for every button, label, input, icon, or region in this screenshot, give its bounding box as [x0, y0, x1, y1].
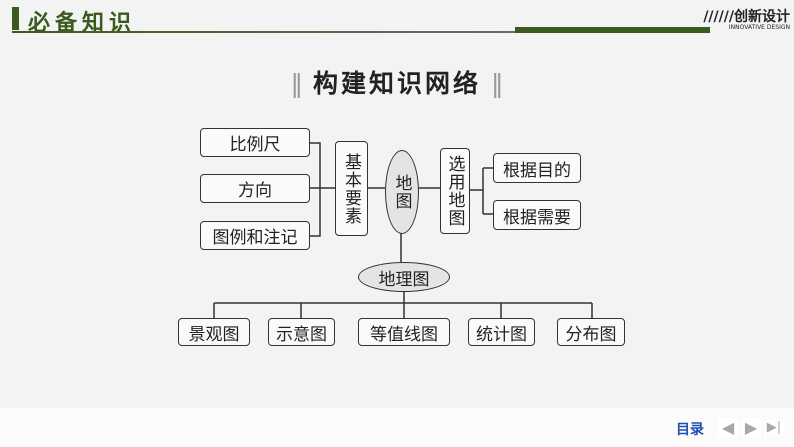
next-icon[interactable]: ▶	[741, 418, 761, 437]
element-scale: 比例尺	[200, 128, 310, 157]
prev-icon[interactable]: ◀	[718, 418, 738, 437]
header-divider	[12, 31, 690, 33]
title-bar-right: ‖	[491, 69, 504, 98]
element-direction: 方向	[200, 174, 310, 203]
geo-map-node: 地理图	[358, 262, 450, 292]
type-schematic: 示意图	[268, 318, 335, 346]
select-by-need: 根据需要	[493, 200, 581, 230]
map-center-node: 地图	[385, 150, 419, 234]
type-statistical: 统计图	[468, 318, 535, 346]
select-map-box: 选用地图	[440, 148, 470, 234]
footer-bar	[0, 408, 794, 447]
page-title: ‖ 构建知识网络 ‖	[0, 64, 794, 100]
title-bar-left: ‖	[290, 69, 303, 98]
element-legend: 图例和注记	[200, 221, 310, 250]
toc-link[interactable]: 目录	[676, 422, 704, 438]
page-title-text: 构建知识网络	[312, 69, 481, 98]
header-divider-accent	[515, 27, 710, 33]
type-distribution: 分布图	[557, 318, 625, 346]
type-landscape: 景观图	[178, 318, 250, 346]
header-accent-bar	[12, 7, 19, 30]
select-by-purpose: 根据目的	[493, 153, 581, 183]
logo-text: //////创新设计	[703, 9, 790, 25]
last-page-icon[interactable]: ▶|	[764, 420, 784, 435]
type-isoline: 等值线图	[358, 318, 450, 346]
basic-elements-box: 基本要素	[335, 141, 368, 236]
logo-subtext: INNOVATIVE DESIGN	[728, 24, 790, 31]
